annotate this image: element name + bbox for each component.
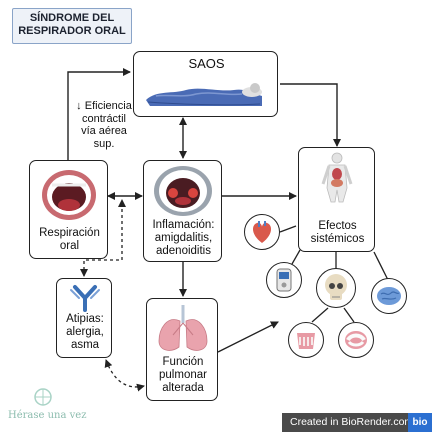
open-mouth-icon: [42, 170, 96, 220]
edge-atipias-funcion: [104, 359, 145, 392]
node-funcion-pulmonar: Función pulmonar alterada: [146, 298, 218, 401]
node-funcion-label: Función pulmonar alterada: [159, 356, 207, 394]
title-box: SÍNDROME DEL RESPIRADOR ORAL: [12, 8, 132, 44]
edge-efectos-heart: [279, 225, 297, 233]
edge-respiracion-saos: [67, 68, 131, 160]
glucometer-icon: [266, 262, 302, 298]
edge-efectos-glucometer: [291, 249, 301, 265]
brain-shape: [377, 287, 401, 305]
inflamed-throat-icon: [154, 166, 212, 216]
gums-icon: [288, 322, 324, 358]
watermark-logo-icon: [34, 388, 52, 406]
node-efectos-sistemicos: Efectos sistémicos: [298, 147, 375, 252]
heart-shape: [252, 221, 272, 243]
edge-skull-teeth: [343, 307, 355, 323]
lungs-icon: [158, 305, 208, 351]
node-atipias-label: Atipias: alergia, asma: [66, 313, 104, 351]
node-respiracion-label: Respiración oral: [39, 227, 100, 252]
node-inflamacion-label: Inflamación: amigdalitis, adenoiditis: [152, 219, 215, 257]
node-atipias: Atipias: alergia, asma: [56, 278, 112, 358]
node-efectos-label: Efectos sistémicos: [310, 220, 365, 245]
watermark-text: Hérase una vez: [8, 410, 87, 421]
human-body-organs-icon: [321, 152, 353, 203]
edge-atipias-respiracion: [80, 199, 126, 277]
glucometer-shape: [276, 268, 292, 292]
skull-shape: [325, 274, 347, 300]
edge-skull-gums: [311, 307, 329, 323]
gums-shape: [297, 333, 315, 349]
teeth-icon: [338, 322, 374, 358]
brain-icon: [371, 278, 407, 314]
skull-icon: [316, 268, 356, 308]
teeth-shape: [345, 331, 367, 349]
node-saos: SAOS: [133, 51, 278, 117]
sleeping-person-icon: [146, 83, 262, 106]
label-eficiencia: ↓ Eficiencia contráctil vía aérea sup.: [76, 100, 132, 150]
footer-badge[interactable]: bio: [408, 413, 432, 432]
footer-created-text: Created in BioRender.com: [290, 416, 414, 428]
node-respiracion-oral: Respiración oral: [29, 160, 108, 259]
antibody-icon: [70, 285, 100, 312]
biorender-footer: Created in BioRender.com bio: [282, 413, 432, 432]
page-title: SÍNDROME DEL RESPIRADOR ORAL: [18, 12, 126, 37]
node-inflamacion: Inflamación: amigdalitis, adenoiditis: [143, 160, 222, 262]
edge-efectos-brain: [373, 251, 389, 281]
node-saos-label: SAOS: [188, 56, 225, 71]
heart-icon: [244, 214, 280, 250]
edge-funcion-systemic: [217, 321, 279, 353]
edge-saos-efectos: [280, 83, 341, 147]
